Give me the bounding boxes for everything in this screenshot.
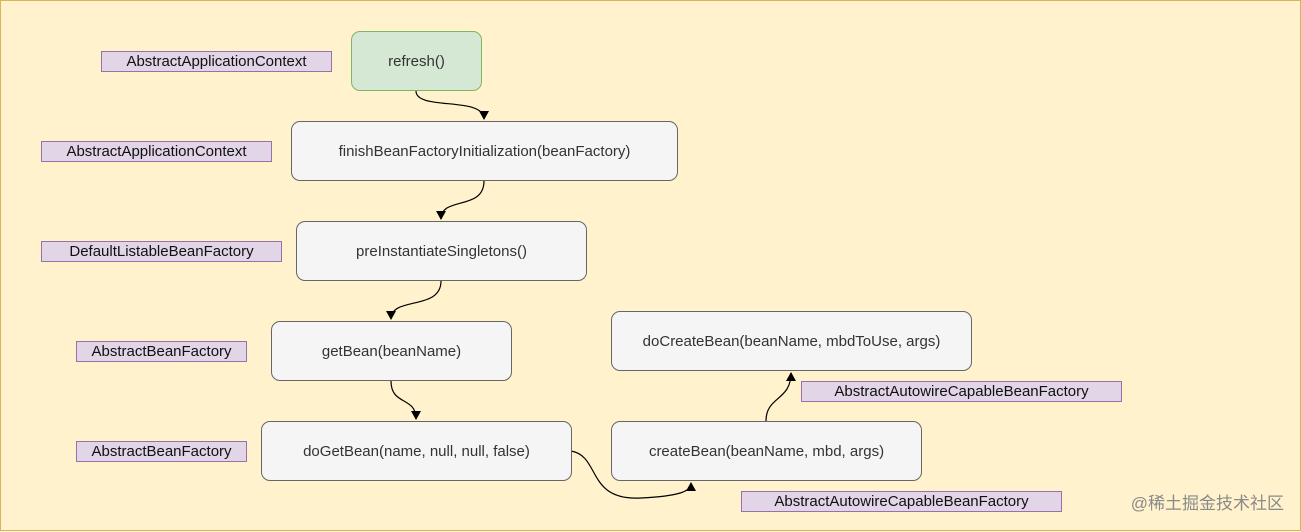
class-label-dogetbean: AbstractBeanFactory xyxy=(76,441,247,462)
node-docreatebean-text: doCreateBean(beanName, mbdToUse, args) xyxy=(642,332,941,350)
node-createbean-text: createBean(beanName, mbd, args) xyxy=(648,442,885,460)
watermark: @稀土掘金技术社区 xyxy=(1130,494,1284,513)
edge-finish-to-preinstantiate xyxy=(436,180,485,220)
node-do-get-bean[interactable]: doGetBean(name, null, null, false) xyxy=(261,421,572,481)
edge-dogetbean-to-createbean xyxy=(570,450,696,499)
node-refresh-text: refresh() xyxy=(388,52,445,70)
class-label-docreatebean: AbstractAutowireCapableBeanFactory xyxy=(801,381,1122,402)
edge-getbean-to-dogetbean xyxy=(390,380,421,420)
node-create-bean[interactable]: createBean(beanName, mbd, args) xyxy=(611,421,922,481)
node-getbean-text: getBean(beanName) xyxy=(321,342,462,360)
class-label-finish: AbstractApplicationContext xyxy=(41,141,272,162)
node-get-bean[interactable]: getBean(beanName) xyxy=(271,321,512,381)
edge-preinstantiate-to-getbean xyxy=(386,280,442,320)
edge-createbean-to-docreatebean xyxy=(765,372,796,422)
node-pre-instantiate-singletons[interactable]: preInstantiateSingletons() xyxy=(296,221,587,281)
node-finish-text: finishBeanFactoryInitialization(beanFact… xyxy=(338,142,631,160)
class-label-refresh: AbstractApplicationContext xyxy=(101,51,332,72)
class-label-createbean: AbstractAutowireCapableBeanFactory xyxy=(741,491,1062,512)
node-dogetbean-text: doGetBean(name, null, null, false) xyxy=(303,442,530,460)
edge-refresh-to-finish xyxy=(415,90,489,120)
node-refresh[interactable]: refresh() xyxy=(351,31,482,91)
class-label-preinstantiate: DefaultListableBeanFactory xyxy=(41,241,282,262)
class-label-getbean: AbstractBeanFactory xyxy=(76,341,247,362)
node-finish-bean-factory-initialization[interactable]: finishBeanFactoryInitialization(beanFact… xyxy=(291,121,678,181)
node-do-create-bean[interactable]: doCreateBean(beanName, mbdToUse, args) xyxy=(611,311,972,371)
node-preinstantiate-text: preInstantiateSingletons() xyxy=(356,242,527,260)
